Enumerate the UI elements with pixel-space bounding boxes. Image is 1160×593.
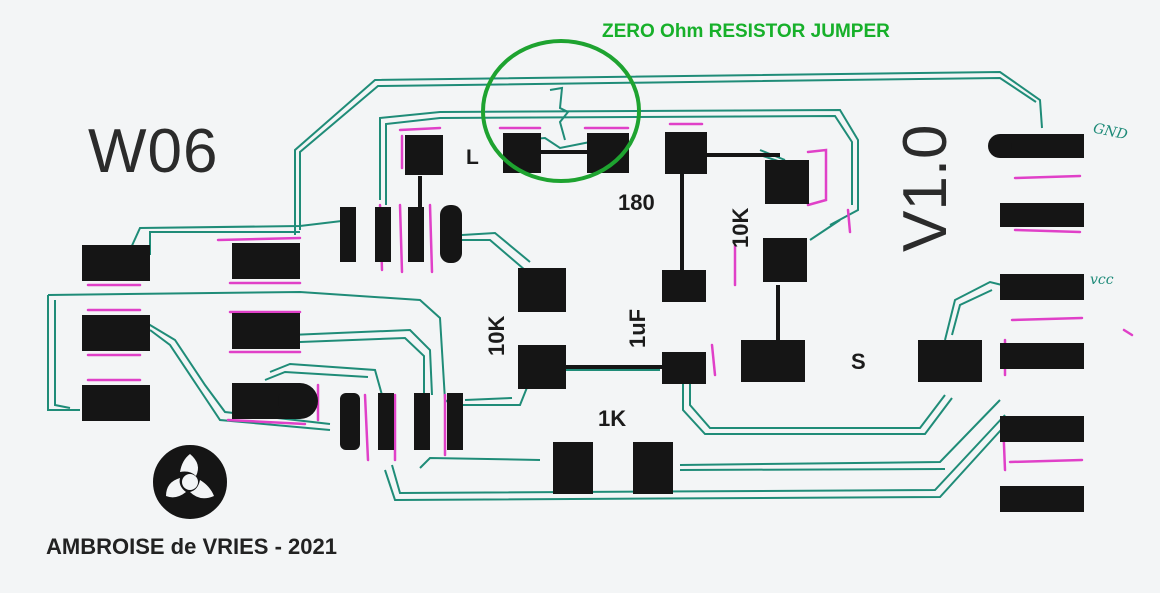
author-logo-icon bbox=[153, 445, 227, 519]
resistor-1k-label: 1K bbox=[598, 406, 627, 431]
board-title: W06 bbox=[88, 117, 219, 186]
copper-pads bbox=[82, 132, 1084, 512]
vcc-pin-label: vcc bbox=[1090, 272, 1114, 288]
resistor-10k-left-label: 10K bbox=[484, 315, 509, 356]
jumper-highlight-circle bbox=[481, 39, 641, 183]
author-credit: AMBROISE de VRIES - 2021 bbox=[46, 534, 337, 559]
resistor-180-label: 180 bbox=[618, 190, 655, 215]
jumper-annotation: ZERO Ohm RESISTOR JUMPER bbox=[602, 21, 890, 42]
switch-label: S bbox=[851, 349, 866, 374]
led-label: L bbox=[466, 146, 479, 169]
board-version: V1.0 bbox=[891, 124, 960, 252]
black-wires bbox=[418, 150, 780, 369]
capacitor-label: 1uF bbox=[625, 308, 650, 348]
resistor-10k-right-label: 10K bbox=[728, 207, 753, 248]
